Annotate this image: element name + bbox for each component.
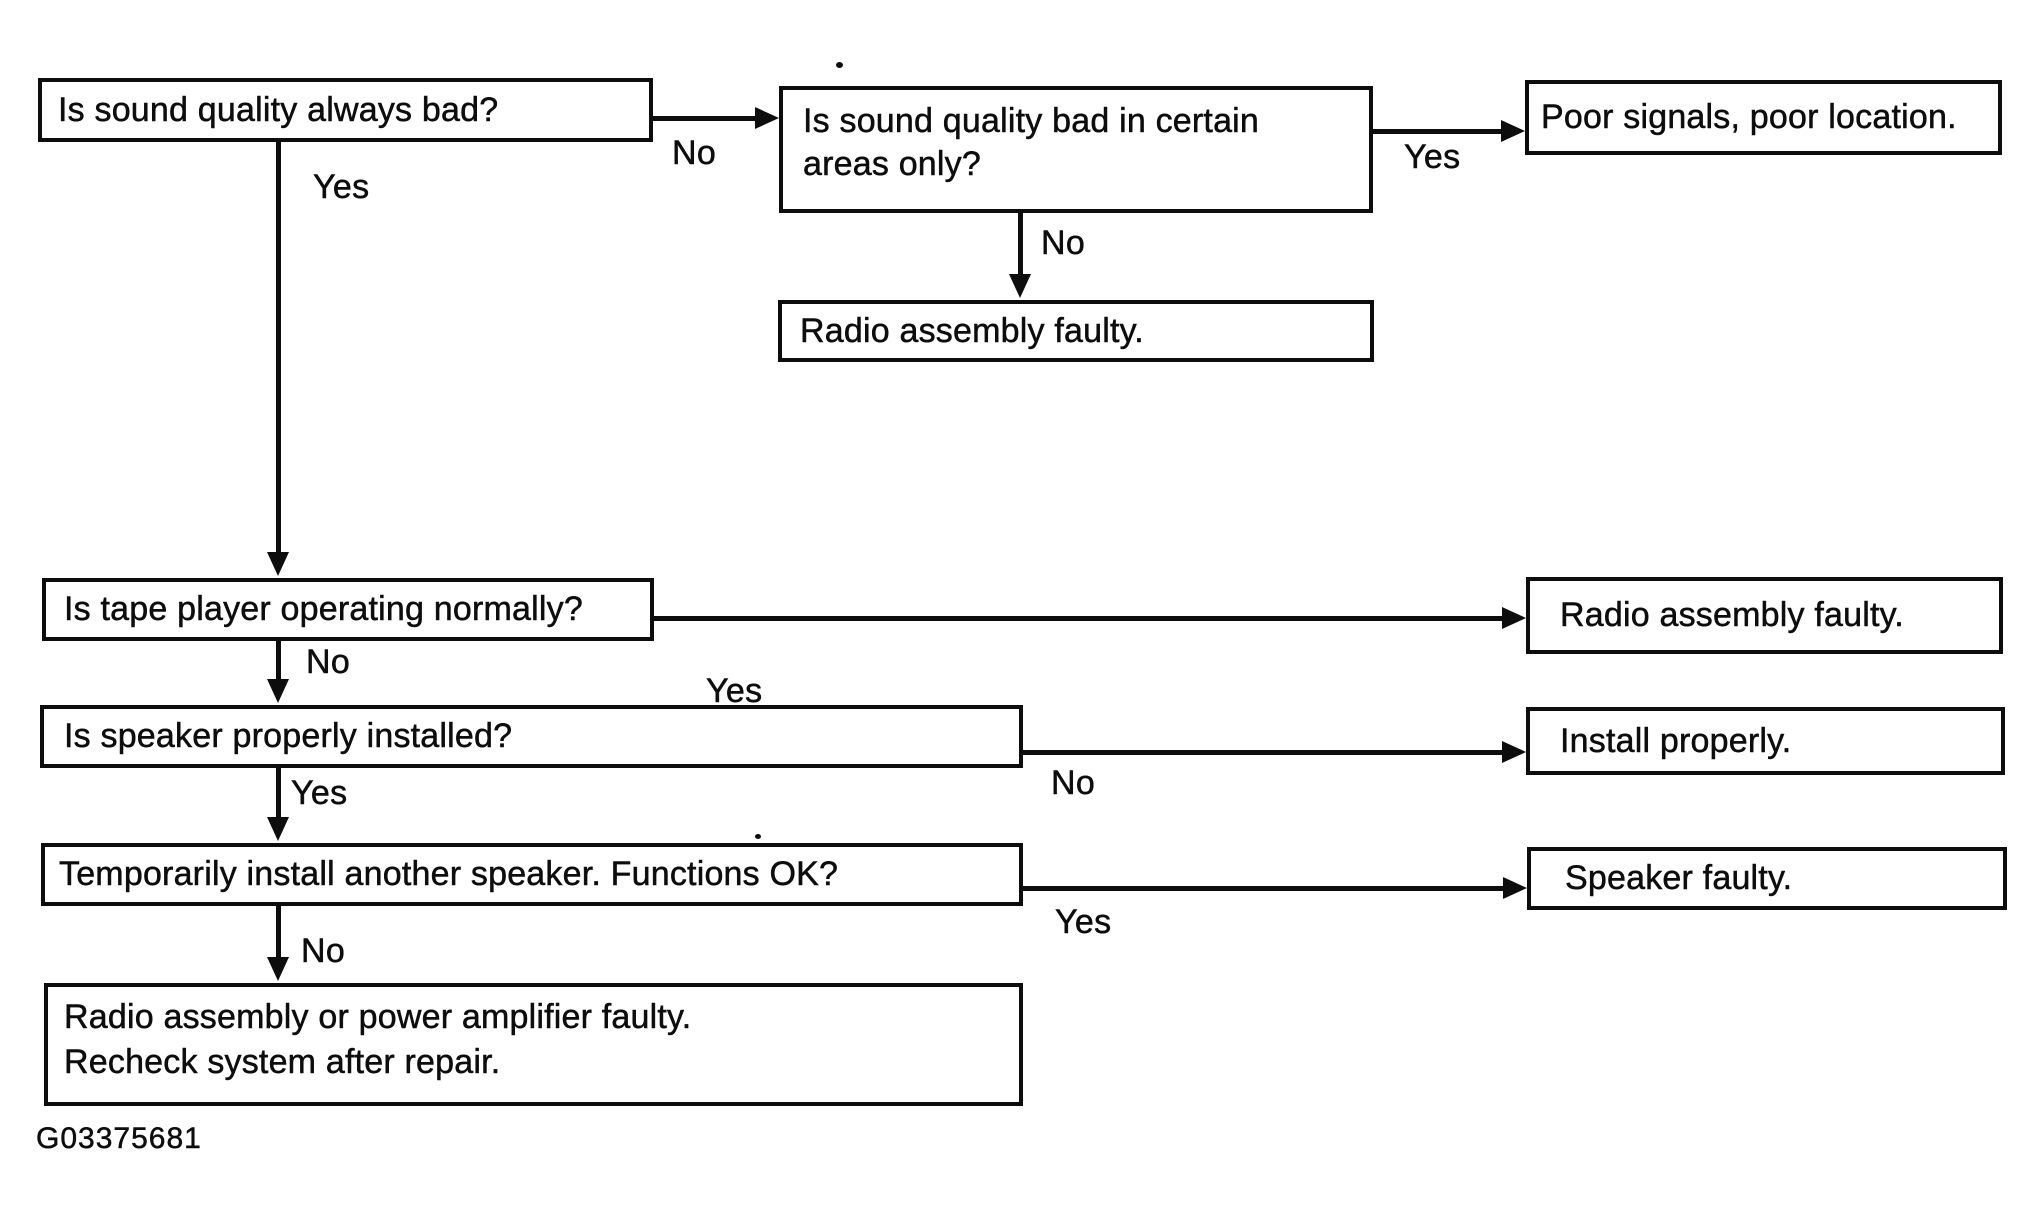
scan-speck: [836, 62, 843, 68]
edge-label-yes-speaker-installed: Yes: [291, 774, 348, 813]
node-text: Speaker faulty.: [1565, 859, 1793, 898]
node-text: Is sound quality bad in certain areas on…: [803, 102, 1260, 183]
arrow-yes-temp-speaker-line: [1023, 886, 1505, 891]
edge-label-yes-tape-normal: Yes: [706, 672, 763, 711]
edge-label-no-speaker-installed: No: [1051, 764, 1096, 803]
node-q-bad-certain-areas: Is sound quality bad in certain areas on…: [779, 86, 1373, 213]
node-text: Is tape player operating normally?: [64, 590, 583, 629]
figure-code: G03375681: [36, 1122, 202, 1156]
arrow-no-temp-speaker-line: [276, 905, 281, 959]
arrow-no-tape-normal-line: [276, 641, 281, 681]
arrow-yes-speaker-installed-line: [276, 768, 281, 819]
arrow-no-speaker-installed-line: [1023, 750, 1504, 755]
node-text: Install properly.: [1560, 721, 1792, 760]
node-r-radio-assembly-faulty-top: Radio assembly faulty.: [778, 300, 1374, 362]
arrowhead-right-icon: [1502, 741, 1526, 763]
node-q-temporary-speaker: Temporarily install another speaker. Fun…: [41, 843, 1023, 906]
node-text-line-1: Radio assembly or power amplifier faulty…: [64, 998, 692, 1036]
arrow-yes-tape-normal-line: [654, 616, 1504, 621]
arrowhead-down-icon: [267, 679, 289, 703]
arrowhead-down-icon: [267, 957, 289, 981]
edge-label-no-tape-normal: No: [306, 643, 351, 682]
arrowhead-right-icon: [1502, 607, 1526, 629]
arrowhead-right-icon: [1501, 120, 1525, 142]
edge-label-yes-temp-speaker: Yes: [1055, 903, 1112, 942]
arrow-yes-always-bad-line: [276, 142, 281, 554]
node-text-line-2: Recheck system after repair.: [64, 1042, 501, 1081]
edge-label-no-temp-speaker: No: [301, 932, 346, 971]
node-r-install-properly: Install properly.: [1526, 707, 2005, 775]
arrowhead-right-icon: [1503, 877, 1527, 899]
edge-label-no-always-bad: No: [672, 134, 717, 173]
arrowhead-down-icon: [267, 552, 289, 576]
arrowhead-down-icon: [1009, 274, 1031, 298]
node-r-speaker-faulty: Speaker faulty.: [1527, 847, 2007, 910]
scan-speck: [755, 834, 761, 839]
node-q-speaker-installed: Is speaker properly installed?: [40, 705, 1023, 768]
edge-label-yes-always-bad: Yes: [313, 168, 370, 207]
node-text: Radio assembly faulty.: [1560, 596, 1904, 635]
arrow-no-always-bad-line: [653, 116, 756, 121]
arrow-yes-certain-areas-line: [1373, 129, 1503, 134]
node-text: Is speaker properly installed?: [64, 717, 513, 756]
node-q-sound-always-bad: Is sound quality always bad?: [38, 78, 653, 142]
node-text: Is sound quality always bad?: [58, 90, 499, 129]
node-r-radio-or-amp-faulty: Radio assembly or power amplifier faulty…: [44, 983, 1023, 1106]
node-r-poor-signals: Poor signals, poor location.: [1525, 80, 2002, 155]
node-text: Poor signals, poor location.: [1541, 98, 1957, 137]
node-text: Temporarily install another speaker. Fun…: [59, 855, 839, 894]
node-q-tape-player-normal: Is tape player operating normally?: [42, 578, 654, 641]
node-r-radio-assembly-faulty-mid: Radio assembly faulty.: [1526, 577, 2003, 654]
edge-label-yes-certain-areas: Yes: [1404, 138, 1461, 177]
arrowhead-right-icon: [755, 107, 779, 129]
arrow-no-certain-areas-line: [1018, 213, 1023, 276]
arrowhead-down-icon: [267, 817, 289, 841]
edge-label-no-certain-areas: No: [1041, 224, 1086, 263]
node-text: Radio assembly faulty.: [800, 311, 1144, 350]
